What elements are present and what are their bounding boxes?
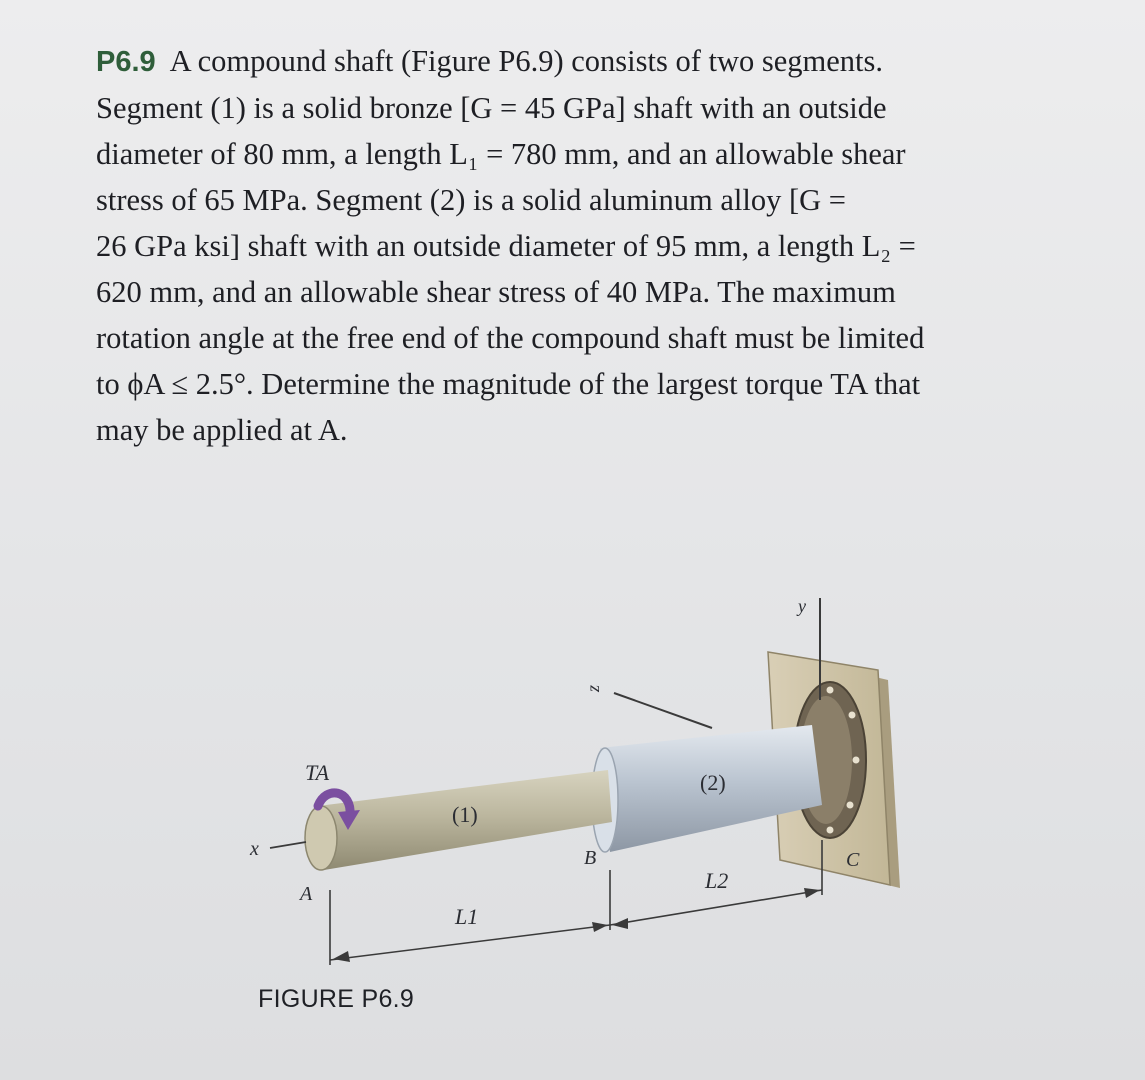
point-a-label: A: [298, 883, 313, 905]
z-axis-label: z: [583, 685, 603, 693]
point-b-label: B: [584, 847, 596, 869]
torque-arrow-icon: [313, 788, 360, 830]
problem-statement: P6.9 A compound shaft (Figure P6.9) consi…: [96, 38, 1036, 453]
segment-1-label: (1): [452, 802, 478, 827]
problem-line-2: Segment (1) is a solid bronze [G = 45 GP…: [96, 91, 887, 125]
problem-line-6: 620 mm, and an allowable shear stress of…: [96, 275, 896, 309]
length-1-label: L1: [454, 904, 478, 929]
problem-line-1: A compound shaft (Figure P6.9) consists …: [169, 44, 883, 78]
dimension-lines: [329, 840, 823, 965]
problem-line-7: rotation angle at the free end of the co…: [96, 321, 925, 355]
problem-line-3: diameter of 80 mm, a length L₁ = 780 mm,…: [96, 137, 906, 171]
torque-label: TA: [305, 760, 330, 785]
problem-line-4: stress of 65 MPa. Segment (2) is a solid…: [96, 183, 846, 217]
z-axis: [613, 692, 713, 729]
problem-line-5: 26 GPa ksi] shaft with an outside diamet…: [96, 229, 916, 263]
problem-line-9: may be applied at A.: [96, 413, 348, 447]
segment-2-label: (2): [700, 770, 726, 795]
figure-caption: FIGURE P6.9: [258, 985, 415, 1013]
problem-number: P6.9: [96, 46, 156, 78]
x-axis: [269, 841, 307, 849]
length-2-label: L2: [704, 868, 728, 893]
point-c-label: C: [846, 849, 860, 871]
x-axis-label: x: [249, 838, 259, 860]
y-axis-label: y: [796, 596, 806, 616]
problem-line-8: to ϕA ≤ 2.5°. Determine the magnitude of…: [96, 367, 921, 401]
